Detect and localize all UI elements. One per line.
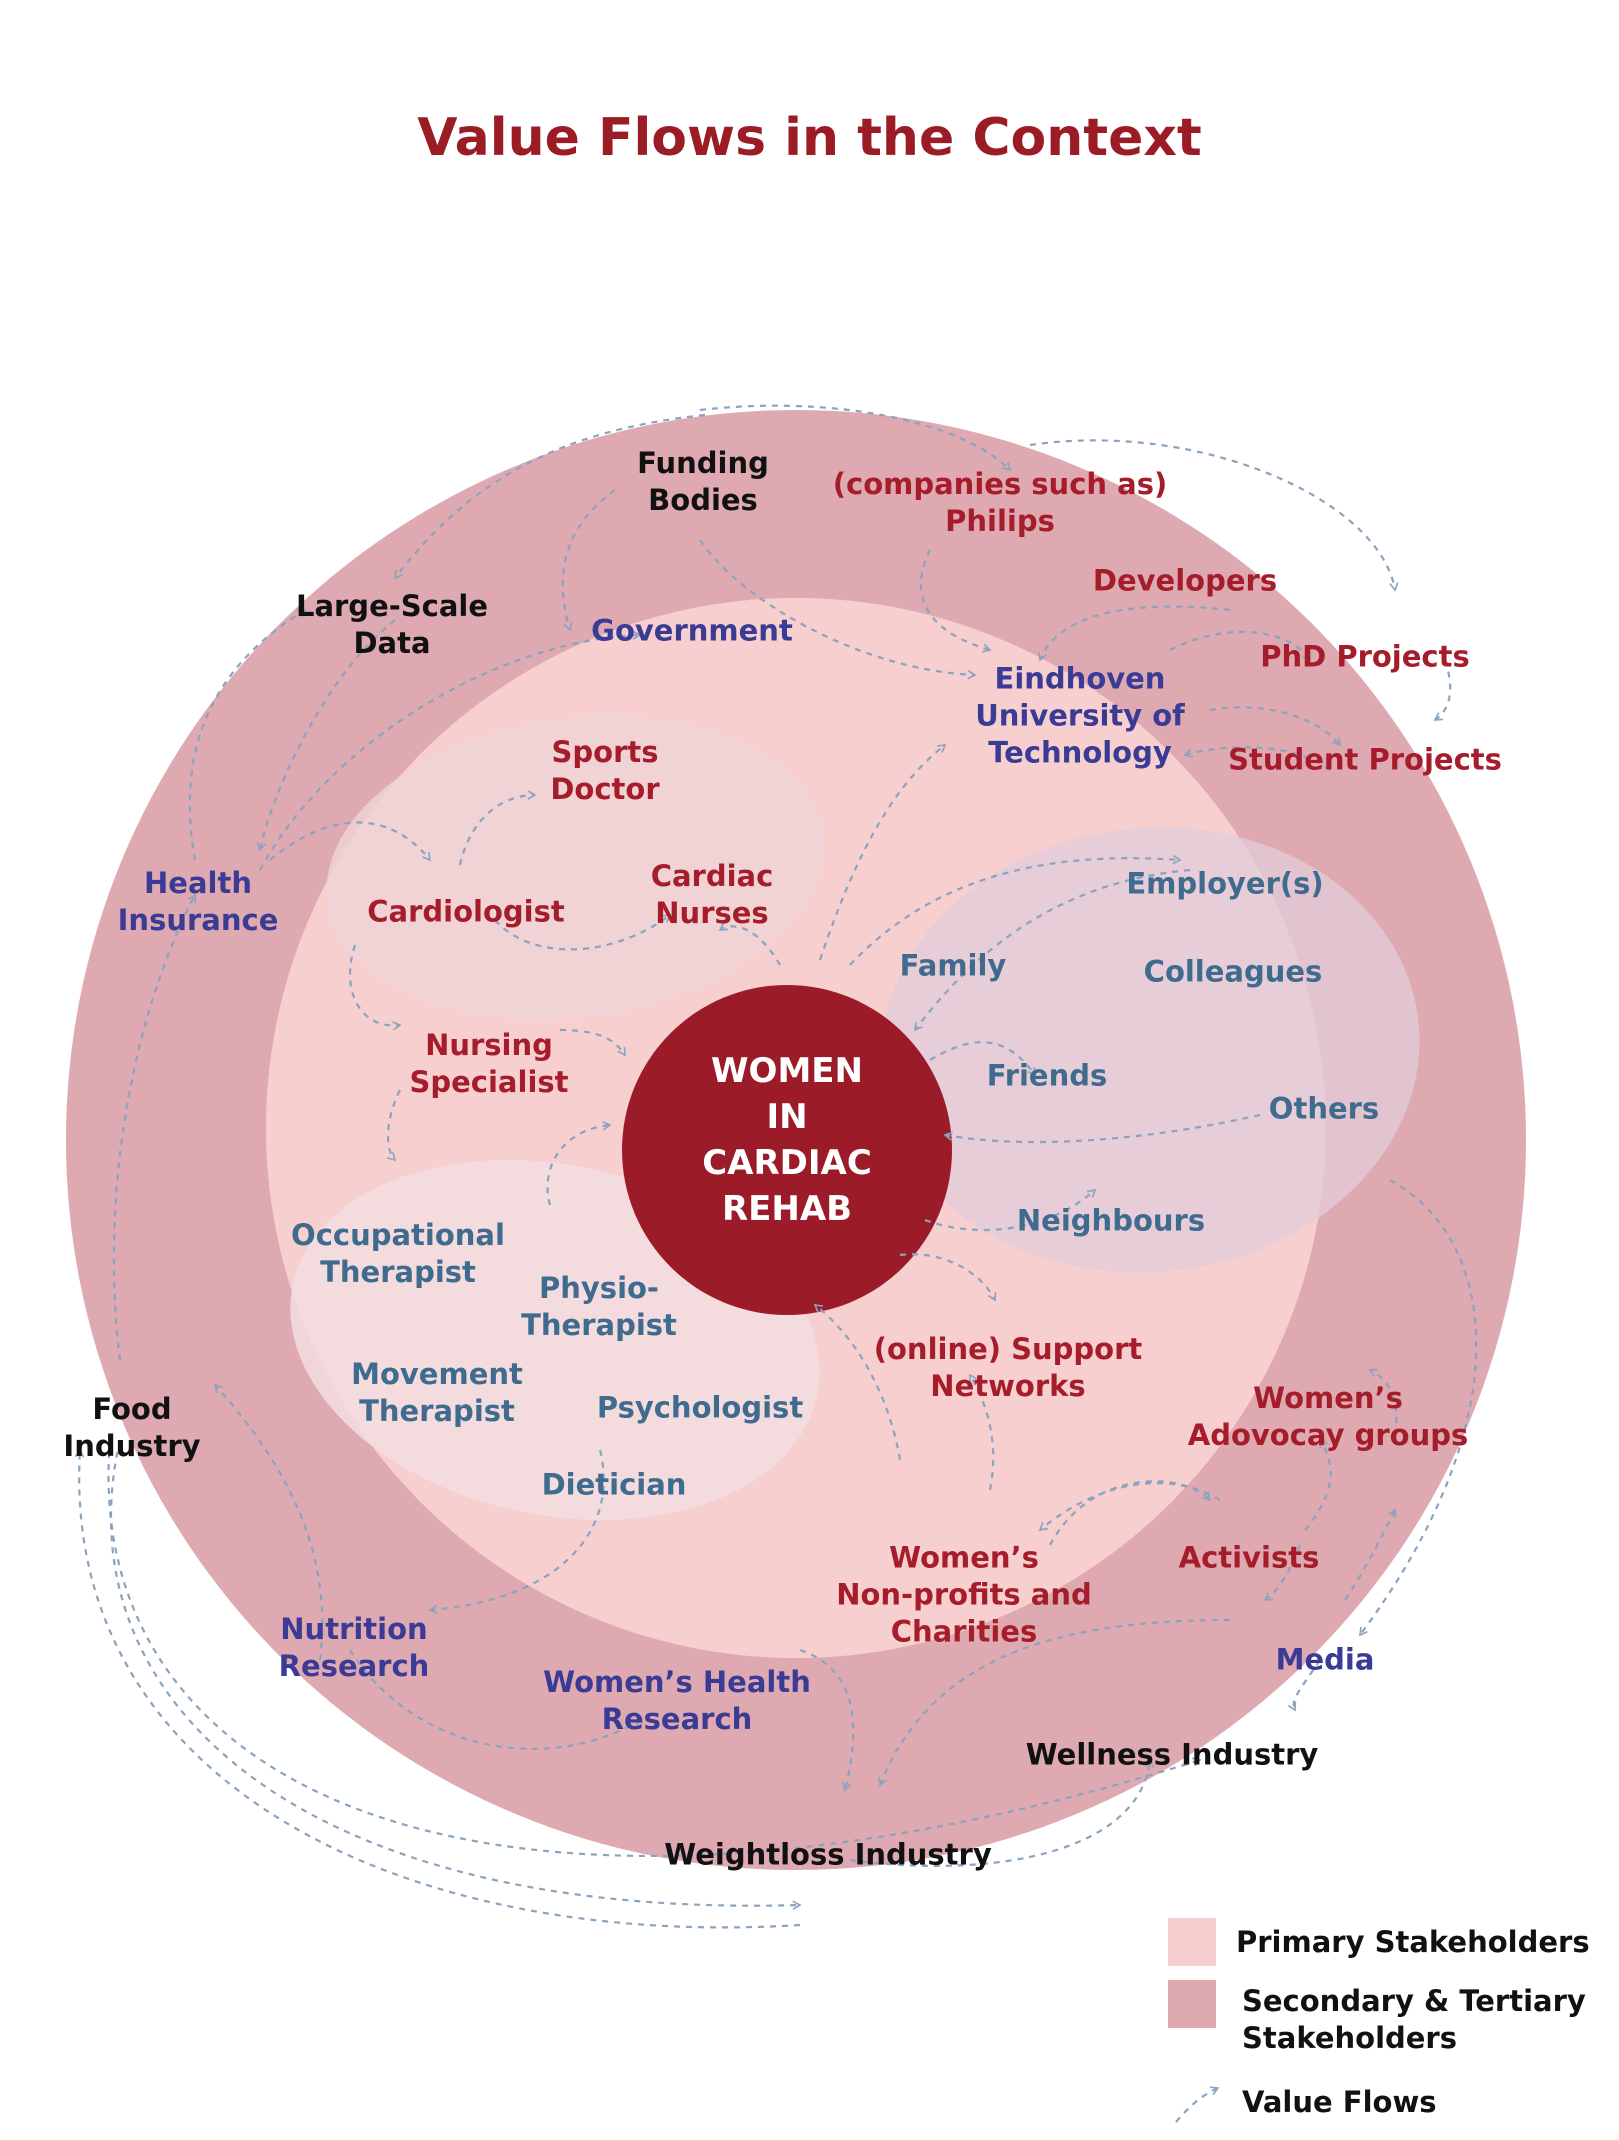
flow-arrow: [929, 1041, 1036, 1077]
center-circle: [622, 985, 952, 1315]
flow-arrow: [107, 1439, 1202, 1858]
stakeholder-weightloss-industry: Weightloss Industry: [664, 1837, 992, 1872]
flow-arrow: [699, 404, 1012, 472]
flow-arrow: [849, 854, 1182, 966]
flow-arrow: [259, 630, 642, 871]
flow-arrow: [1433, 659, 1452, 721]
flow-arrow: [699, 539, 977, 680]
stakeholder-activists: Activists: [1178, 1540, 1320, 1575]
flow-arrow: [1359, 1179, 1478, 1637]
flow-arrow: [943, 1113, 1261, 1144]
page-title: Value Flows in the Context: [417, 108, 1202, 168]
flow-arrow: [919, 549, 992, 653]
flow-arrow: [256, 619, 396, 852]
stakeholder-employers: Employer(s): [1126, 866, 1324, 901]
stakeholder-physiotherapist: Physio-Therapist: [521, 1271, 677, 1342]
flow-arrow: [1029, 439, 1399, 592]
flow-arrow: [1287, 1659, 1321, 1712]
legend-flow-arrow-icon: [1175, 2086, 1220, 2123]
flow-arrow: [349, 1649, 642, 1750]
flow-arrow: [1169, 630, 1311, 662]
flow-arrow: [494, 914, 672, 951]
flow-arrow: [1038, 605, 1231, 662]
flow-arrow: [914, 868, 1191, 1032]
flow-arrow: [878, 1618, 1231, 1787]
flow-arrow: [213, 1383, 324, 1661]
stakeholder-family: Family: [899, 948, 1007, 983]
flow-arrow: [109, 1439, 802, 1910]
legend-swatch-secondary: [1168, 1980, 1216, 2028]
flow-arrow: [1038, 1482, 1221, 1532]
flow-arrow: [1304, 1438, 1332, 1531]
stakeholder-developers: Developers: [1092, 563, 1278, 598]
clinical-cluster: [326, 715, 824, 1021]
stakeholder-friends: Friends: [986, 1058, 1108, 1093]
flow-arrow: [813, 1304, 902, 1461]
legend-label-flows: Value Flows: [1242, 2085, 1437, 2119]
stakeholder-media: Media: [1275, 1642, 1375, 1677]
flow-arrow: [1049, 1480, 1212, 1546]
flow-arrow: [899, 1253, 997, 1302]
flow-arrow: [188, 609, 307, 861]
flow-arrow: [924, 1188, 1097, 1232]
legend-swatch-primary: [1168, 1918, 1216, 1966]
stakeholder-phd-projects: PhD Projects: [1260, 639, 1470, 674]
social-cluster: [880, 827, 1420, 1273]
flow-arrow: [1263, 1544, 1302, 1601]
flow-arrow: [849, 1758, 1154, 1868]
flow-arrow: [546, 1120, 612, 1206]
center-label-women-in-cardiac-rehab: WOMEN IN CARDIAC REHAB: [702, 1051, 872, 1229]
stakeholder-colleagues: Colleagues: [1143, 954, 1323, 989]
flow-arrow: [394, 413, 706, 580]
flow-arrow: [74, 1448, 801, 1929]
stakeholder-others: Others: [1268, 1091, 1380, 1126]
stakeholder-dietician: Dietician: [541, 1467, 687, 1502]
stakeholder-psychologist: Psychologist: [596, 1390, 804, 1425]
flow-arrow: [818, 744, 947, 961]
flow-arrow: [458, 790, 537, 866]
flow-arrow: [1183, 746, 1331, 771]
stakeholder-cardiologist: Cardiologist: [367, 894, 565, 929]
stakeholder-philips: (companies such as)Philips: [832, 467, 1168, 538]
stakeholder-government: Government: [591, 613, 793, 648]
stakeholder-wellness-industry: Wellness Industry: [1025, 1737, 1319, 1772]
stakeholder-neighbours: Neighbours: [1016, 1203, 1206, 1238]
flow-arrow: [269, 821, 432, 862]
stakeholder-student-projects: Student Projects: [1228, 742, 1502, 777]
flow-arrow: [1344, 1508, 1397, 1601]
legend-label-primary: Primary Stakeholders: [1236, 1925, 1590, 1959]
flow-arrow: [348, 944, 402, 1031]
flow-arrow: [969, 1373, 995, 1491]
value-flows: [74, 404, 1478, 1929]
